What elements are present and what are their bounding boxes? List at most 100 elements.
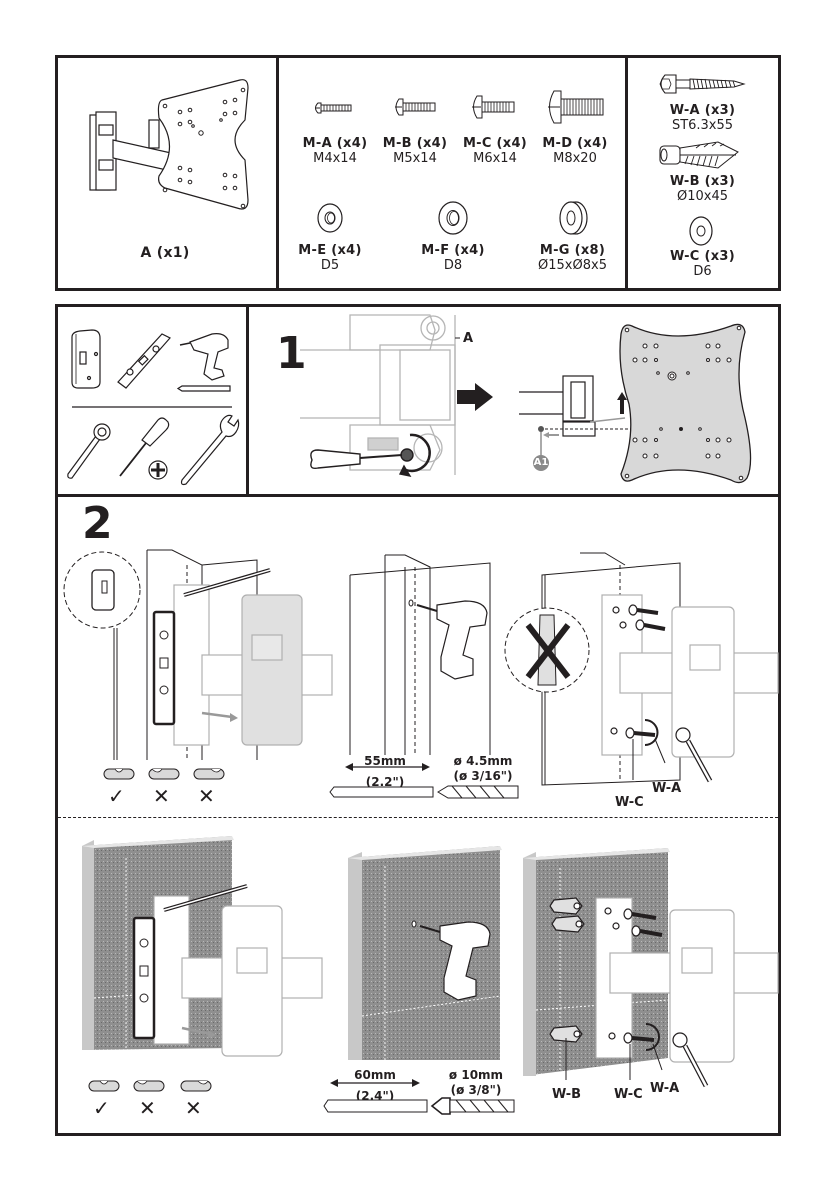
drill-icon bbox=[189, 333, 229, 381]
step1-callout-a: A bbox=[463, 331, 474, 346]
wood-wall-level-scene bbox=[63, 549, 333, 760]
washer-m-f-label: M-F (x4) D8 bbox=[413, 243, 493, 274]
check-mark-icon: ✓ bbox=[93, 1096, 110, 1120]
wood-callout-wc: W-C bbox=[615, 795, 644, 810]
washer-m-e-label: M-E (x4) D5 bbox=[290, 243, 370, 274]
screw-m-b-label: M-B (x4) M5x14 bbox=[375, 136, 455, 167]
step-divider bbox=[55, 494, 781, 497]
washer-m-f-icon bbox=[438, 201, 468, 235]
washer-m-g-icon bbox=[559, 201, 588, 235]
masonry-drill-bit-icon bbox=[430, 1097, 515, 1115]
concrete-callout-wa: W-A bbox=[650, 1081, 680, 1096]
w-c-label: W-C (x3) D6 bbox=[655, 249, 750, 280]
concrete-wall-level-scene bbox=[82, 836, 323, 1057]
washer-m-g-label: M-G (x8) Ø15xØ8x5 bbox=[525, 243, 620, 274]
concrete-wall-drill-scene bbox=[348, 846, 502, 1060]
step1-callout-a1: A1 bbox=[533, 457, 549, 468]
screw-m-d-label: M-D (x4) M8x20 bbox=[535, 136, 615, 167]
washer-m-e-icon bbox=[317, 203, 343, 233]
w-a-id: W-A (x3) bbox=[669, 103, 736, 118]
step1-plate-attach bbox=[519, 323, 752, 484]
level-bubble-ok-icon bbox=[103, 768, 135, 780]
screw-m-b-id: M-B (x4) bbox=[382, 136, 448, 151]
washer-m-f-size: D8 bbox=[443, 257, 463, 273]
screw-m-c-label: M-C (x4) M6x14 bbox=[455, 136, 535, 167]
washer-w-c-icon bbox=[689, 216, 713, 246]
wood-callout-wa: W-A bbox=[652, 781, 682, 796]
concrete-callout-wc: W-C bbox=[614, 1087, 643, 1102]
part-a-id: A (x1) bbox=[140, 245, 190, 261]
wood-bit-label: ø 4.5mm (ø 3/16") bbox=[443, 754, 523, 784]
level-bubble-bad-icon bbox=[133, 1080, 165, 1092]
screw-m-d-size: M8x20 bbox=[553, 150, 597, 166]
part-a-label: A (x1) bbox=[100, 245, 230, 261]
screwdriver-icon bbox=[141, 417, 170, 447]
washer-m-g-id: M-G (x8) bbox=[539, 243, 606, 258]
screw-m-d-icon bbox=[548, 90, 604, 124]
level-bubble-ok-icon bbox=[88, 1080, 120, 1092]
wood-bit-mm: ø 4.5mm bbox=[453, 754, 513, 768]
drill-depth-arrow-icon bbox=[330, 1079, 420, 1087]
parts-divider-2 bbox=[625, 55, 628, 291]
step-1-number: 1 bbox=[276, 328, 307, 379]
next-arrow-icon bbox=[457, 383, 493, 411]
screw-m-b-icon bbox=[395, 98, 436, 116]
screw-m-d-id: M-D (x4) bbox=[542, 136, 608, 151]
w-c-size: D6 bbox=[693, 263, 712, 279]
drill-depth-arrow-icon bbox=[345, 763, 430, 771]
screw-m-c-size: M6x14 bbox=[473, 150, 517, 166]
wood-screw-w-a-icon bbox=[659, 74, 746, 94]
concrete-callout-wb: W-B bbox=[552, 1087, 582, 1102]
check-mark-icon: ✓ bbox=[108, 784, 125, 808]
washer-m-e-size: D5 bbox=[320, 257, 340, 273]
concrete-bit-label: ø 10mm (ø 3/8") bbox=[436, 1068, 516, 1098]
instructions-box bbox=[55, 304, 781, 1136]
w-c-id: W-C (x3) bbox=[670, 249, 735, 264]
wall-type-divider bbox=[58, 817, 778, 818]
screw-m-a-icon bbox=[315, 102, 352, 114]
level-bubble-bad-icon bbox=[148, 768, 180, 780]
parts-box bbox=[55, 55, 781, 291]
tools-illustration bbox=[67, 329, 240, 486]
socket-wrench-icon bbox=[67, 435, 101, 479]
wall-bracket-illustration bbox=[89, 79, 249, 210]
screw-m-a-id: M-A (x4) bbox=[302, 136, 368, 151]
cross-mark-icon: ✕ bbox=[198, 784, 215, 808]
washer-m-e-id: M-E (x4) bbox=[298, 243, 362, 258]
screw-m-a-label: M-A (x4) M4x14 bbox=[295, 136, 375, 167]
w-a-size: ST6.3x55 bbox=[671, 117, 734, 133]
washer-m-g-size: Ø15xØ8x5 bbox=[538, 257, 607, 273]
screw-m-a-size: M4x14 bbox=[313, 150, 357, 166]
tools-divider bbox=[246, 304, 249, 496]
wall-plug-w-b-icon bbox=[659, 141, 739, 169]
w-b-size: Ø10x45 bbox=[676, 188, 728, 204]
washer-m-f-id: M-F (x4) bbox=[421, 243, 485, 258]
concrete-depth-mm: 60mm bbox=[354, 1068, 396, 1082]
wood-wall-drill-scene bbox=[349, 554, 491, 755]
wood-bit-in: (ø 3/16") bbox=[453, 769, 513, 783]
w-b-label: W-B (x3) Ø10x45 bbox=[655, 174, 750, 205]
wood-depth-in: (2.2") bbox=[365, 775, 405, 789]
concrete-bit-mm: ø 10mm bbox=[448, 1068, 504, 1082]
screw-m-c-icon bbox=[472, 95, 515, 119]
concrete-bit-in: (ø 3/8") bbox=[450, 1083, 502, 1097]
depth-marker-bar-icon bbox=[323, 1099, 428, 1113]
screw-m-b-size: M5x14 bbox=[393, 150, 437, 166]
w-a-label: W-A (x3) ST6.3x55 bbox=[655, 103, 750, 134]
drill-bit-icon bbox=[176, 385, 231, 392]
step-2-number: 2 bbox=[82, 498, 113, 549]
depth-marker-bar-icon bbox=[329, 786, 434, 798]
parts-divider-1 bbox=[276, 55, 279, 291]
level-bubble-bad-icon bbox=[180, 1080, 212, 1092]
wood-depth-label: 55mm (2.2") bbox=[350, 754, 420, 790]
cross-mark-icon: ✕ bbox=[139, 1096, 156, 1120]
level-bubble-bad-icon bbox=[193, 768, 225, 780]
screw-m-c-id: M-C (x4) bbox=[462, 136, 528, 151]
open-wrench-icon bbox=[180, 414, 240, 486]
wood-wall-screw-scene bbox=[504, 552, 779, 786]
cross-mark-icon: ✕ bbox=[185, 1096, 202, 1120]
wood-depth-mm: 55mm bbox=[364, 754, 406, 768]
w-b-id: W-B (x3) bbox=[669, 174, 736, 189]
concrete-wall-screw-scene bbox=[523, 848, 779, 1088]
cross-mark-icon: ✕ bbox=[153, 784, 170, 808]
